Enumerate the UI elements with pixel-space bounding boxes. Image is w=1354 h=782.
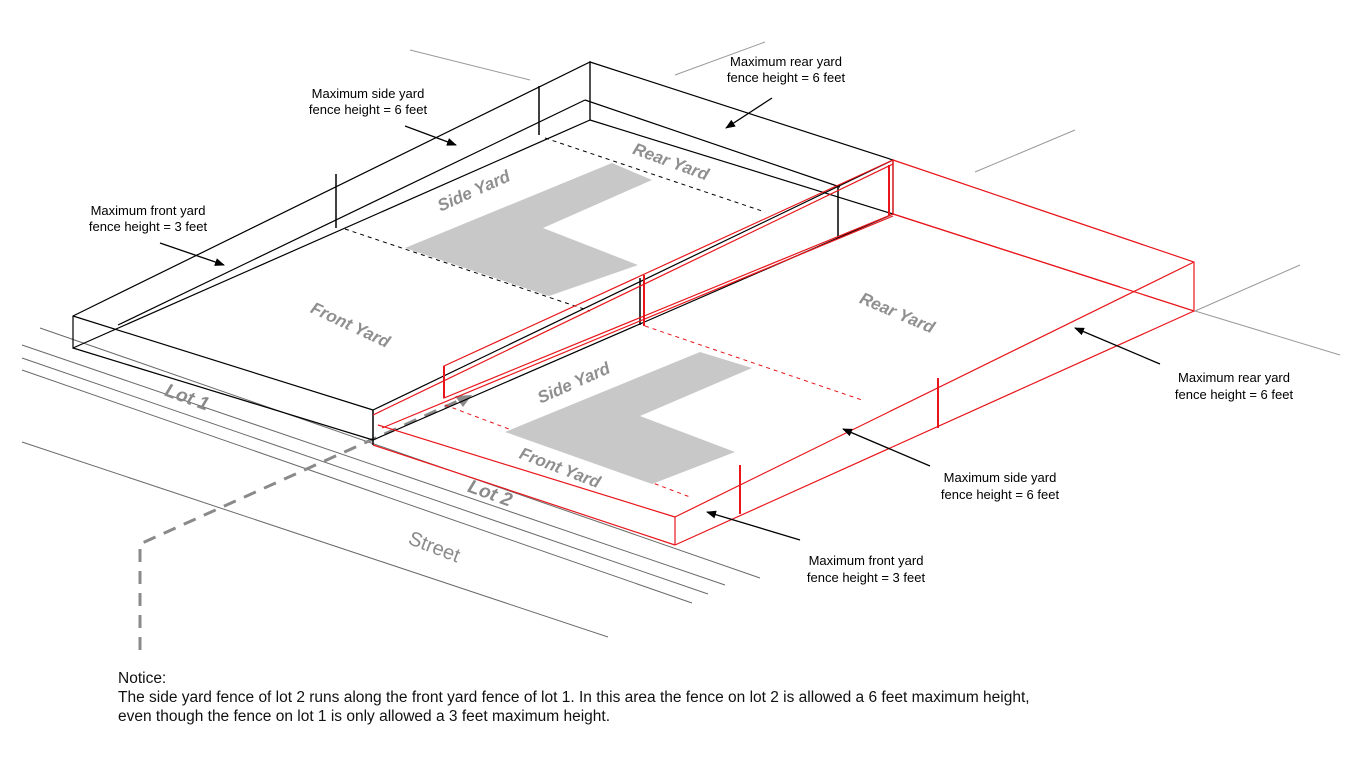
lot1-side-callout-line1: Maximum side yard bbox=[312, 86, 425, 101]
lot2-rear-yard-label: Rear Yard bbox=[857, 289, 938, 338]
lot1-rear-callout-line1: Maximum rear yard bbox=[730, 54, 842, 69]
street-lines bbox=[21, 327, 761, 638]
neighbor-lines bbox=[409, 41, 1341, 356]
lot2-side-callout-line2: fence height = 6 feet bbox=[941, 487, 1060, 502]
notice-heading: Notice: bbox=[118, 670, 167, 687]
lot1-rear-callout-line2: fence height = 6 feet bbox=[727, 70, 846, 85]
lot2-posts bbox=[443, 165, 939, 514]
lot2-house bbox=[505, 352, 752, 484]
street-label: Street bbox=[405, 528, 463, 568]
lot1-front-callout-line1: Maximum front yard bbox=[91, 203, 206, 218]
notice-line-1: The side yard fence of lot 2 runs along … bbox=[118, 689, 1030, 706]
notice-text: Notice: The side yard fence of lot 2 run… bbox=[118, 669, 1238, 726]
lot2-rear-callout-line2: fence height = 6 feet bbox=[1175, 387, 1294, 402]
lot1-side-yard-label: Side Yard bbox=[435, 166, 514, 215]
lot2-front-callout-line1: Maximum front yard bbox=[809, 553, 924, 568]
lot1-yard-dividers bbox=[344, 137, 766, 312]
lot1-front-callout-line2: fence height = 3 feet bbox=[89, 219, 208, 234]
notice-pointer bbox=[138, 398, 461, 650]
lot1-front-yard-label: Front Yard bbox=[308, 298, 394, 351]
lot2-front-callout-line2: fence height = 3 feet bbox=[807, 570, 926, 585]
lot2-side-callout-line1: Maximum side yard bbox=[944, 470, 1057, 485]
lot2-rear-callout-line1: Maximum rear yard bbox=[1178, 370, 1290, 385]
lot1-side-callout-line2: fence height = 6 feet bbox=[309, 102, 428, 117]
lot2-outline bbox=[372, 159, 1195, 546]
lot1-house bbox=[405, 163, 652, 296]
lot2-label: Lot 2 bbox=[465, 476, 515, 511]
callout-arrows bbox=[159, 97, 1161, 541]
notice-line-2: even though the fence on lot 1 is only a… bbox=[118, 708, 610, 725]
